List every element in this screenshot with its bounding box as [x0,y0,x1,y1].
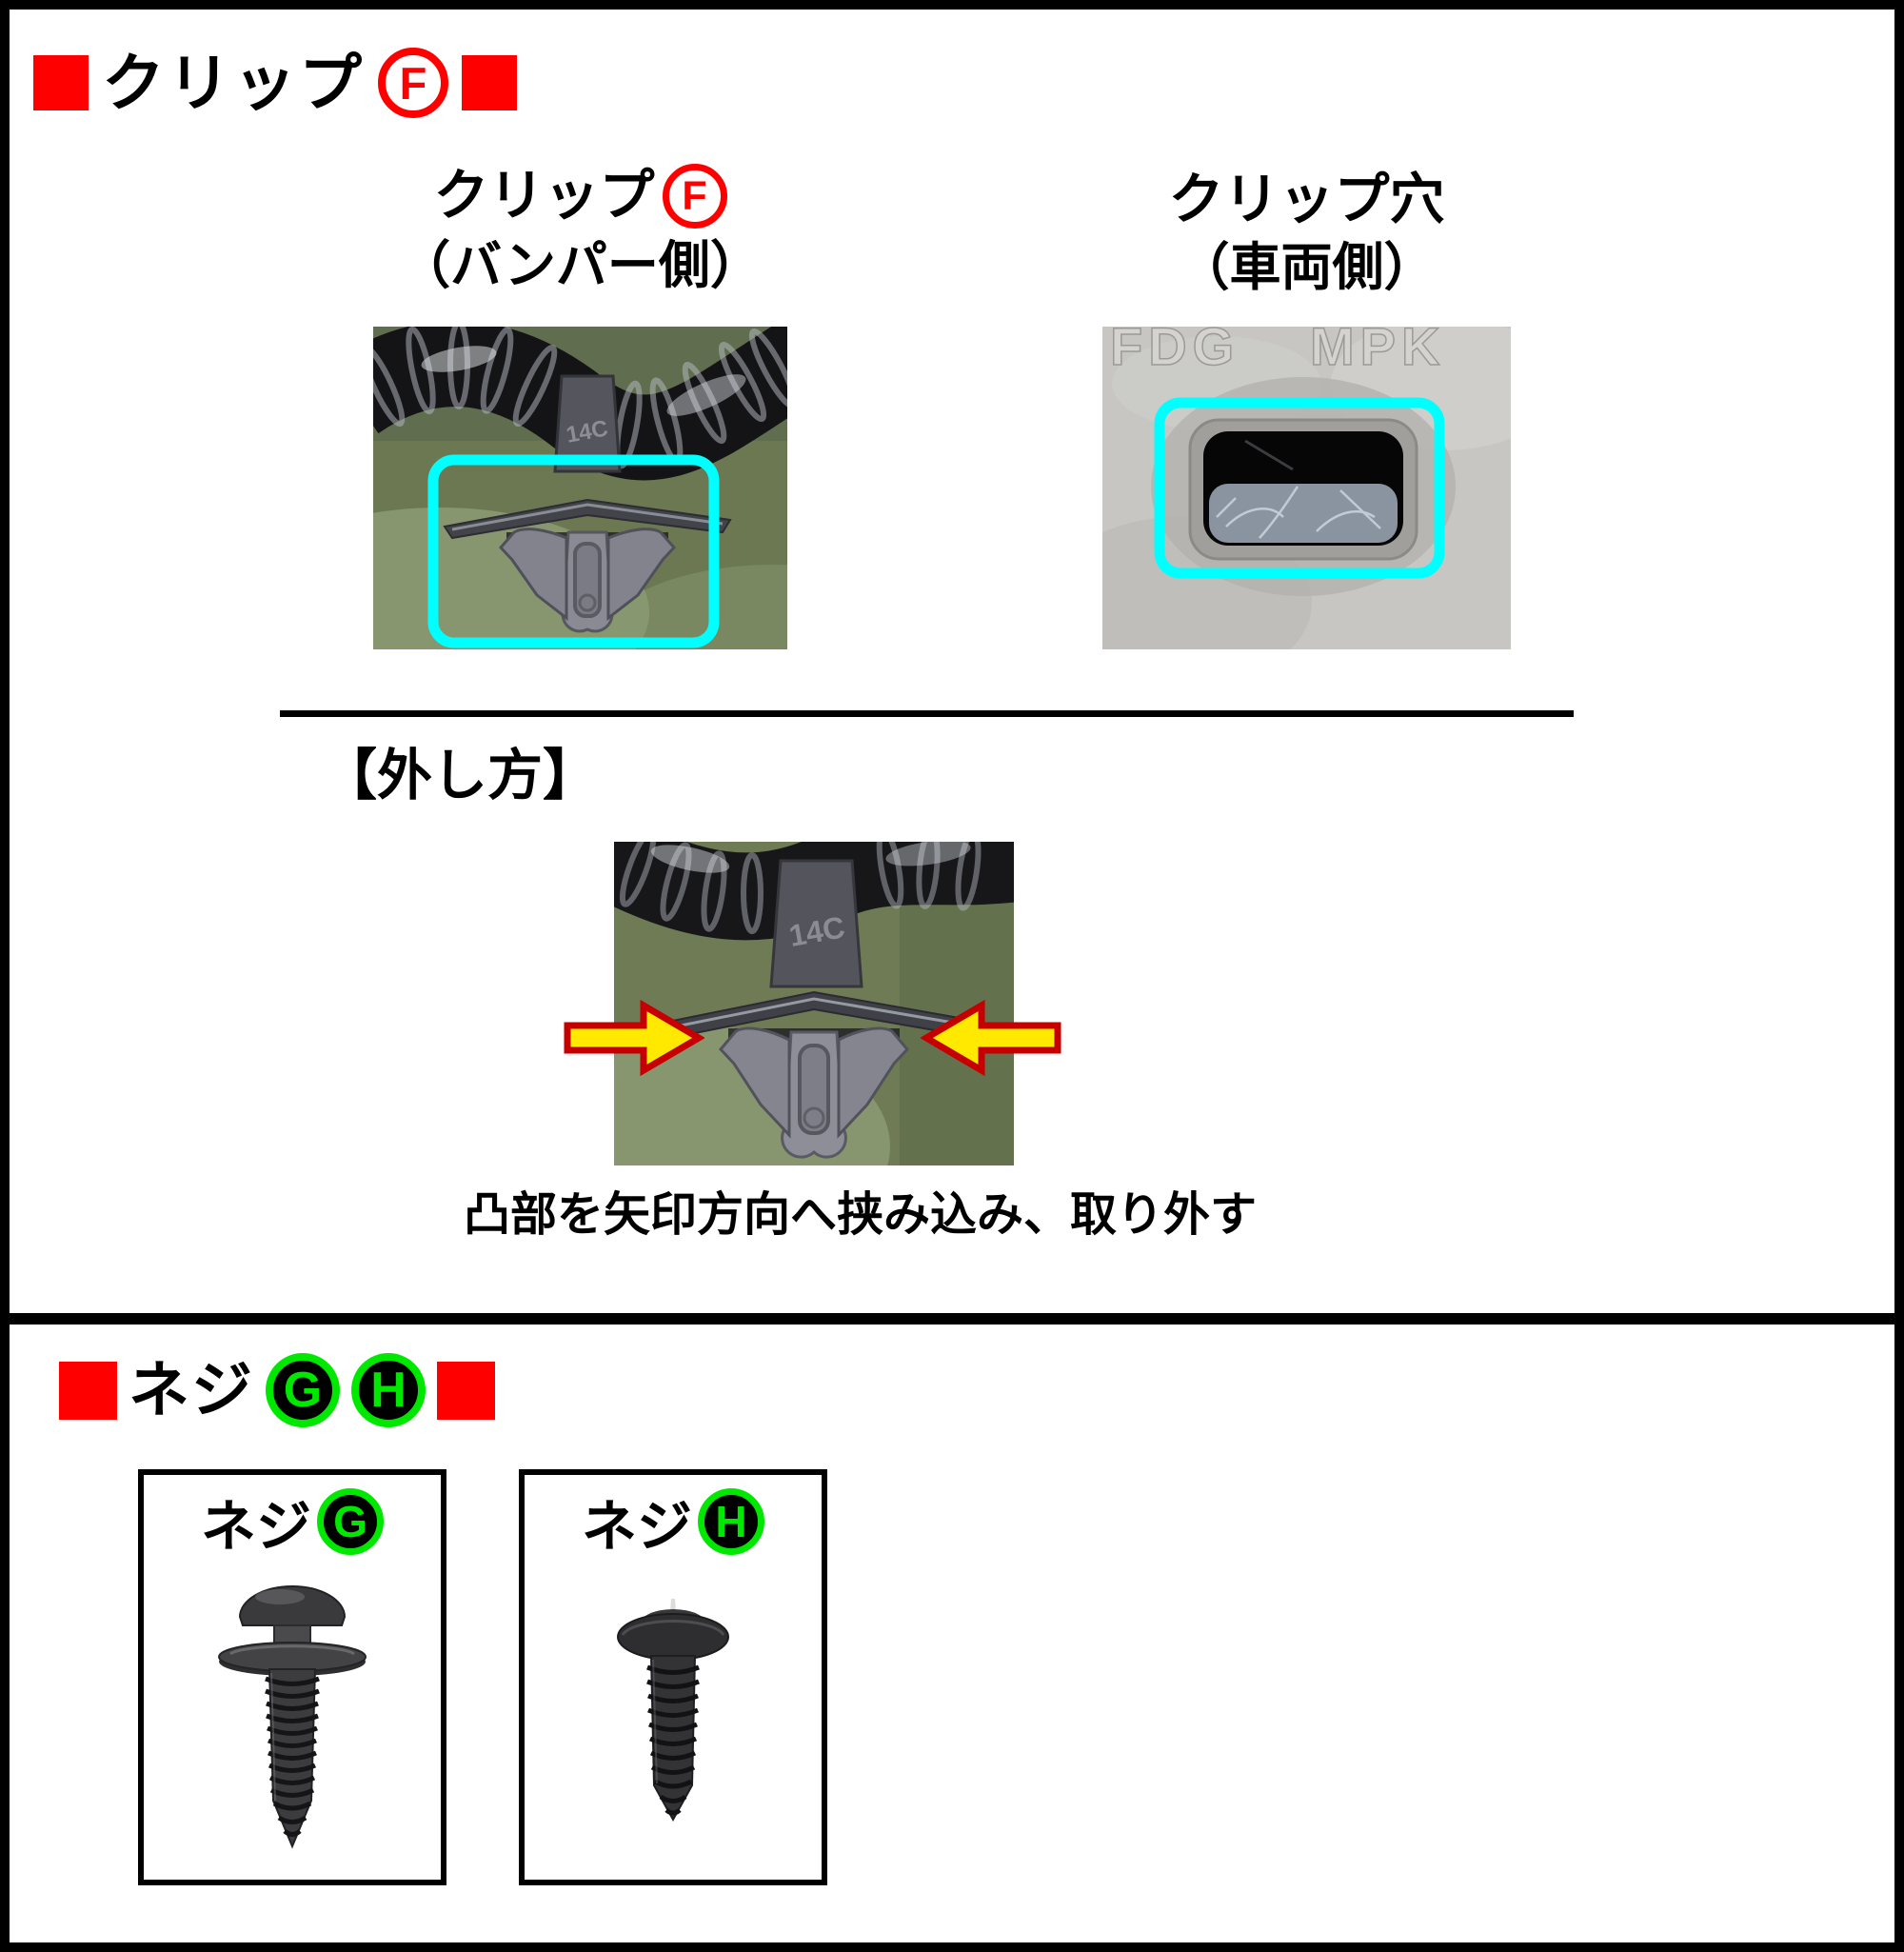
circled-f-badge: F [662,164,727,229]
arrow-right-icon [564,1000,704,1076]
clip-expander [498,528,677,633]
red-square-icon [462,55,517,110]
circled-h-badge: H [698,1488,764,1555]
screw-h-label: ネジ [581,1496,692,1558]
clip-hole [1203,431,1403,546]
embossed-text-right: MPK [1310,327,1445,376]
clip-hole-photo: FDG MPK [1102,327,1511,649]
hole-caption-label: クリップ穴 [1168,169,1445,230]
clip-section-heading: クリップ F [33,46,517,120]
circled-f-badge: F [378,48,448,118]
screw-h-box: ネジ H [519,1469,827,1885]
clip-caption-label: クリップ [433,165,655,228]
removal-heading: 【外し方】 [322,745,599,807]
clip-strap [553,374,622,473]
screw-g-photo [218,1585,367,1849]
red-square-icon [59,1361,117,1420]
screw-g-box: ネジ G [138,1469,446,1885]
red-square-icon [437,1361,495,1420]
screw-h-photo [617,1599,729,1823]
red-square-icon [33,55,89,110]
circled-g-badge: G [266,1353,340,1427]
clip-strap [769,859,863,988]
horizontal-rule [280,710,1574,717]
hole-photo-caption: クリップ穴 （車両側） [1102,169,1511,296]
screw-heading-label: ネジ [129,1356,254,1424]
section-divider [0,1313,1904,1325]
arrow-left-icon [921,1000,1061,1076]
removal-caption: 凸部を矢印方向へ挟み込み、取り外す [464,1189,1258,1241]
screw-section-heading: ネジ G H [59,1352,495,1428]
cyan-highlight-box [427,454,720,648]
clip-caption-side: （バンパー側） [399,237,762,294]
hole-caption-side: （車両側） [1178,238,1436,296]
clip-expander [718,1026,910,1159]
circled-h-badge: H [351,1353,426,1427]
circled-g-badge: G [317,1488,384,1555]
embossed-text-left: FDG [1110,327,1240,376]
clip-photo-caption: クリップ F （バンパー側） [373,164,787,294]
clip-photo: 14C [373,327,787,649]
clip-heading-label: クリップ [102,48,365,118]
cyan-highlight-box [1154,397,1445,579]
screw-g-label: ネジ [200,1496,311,1558]
